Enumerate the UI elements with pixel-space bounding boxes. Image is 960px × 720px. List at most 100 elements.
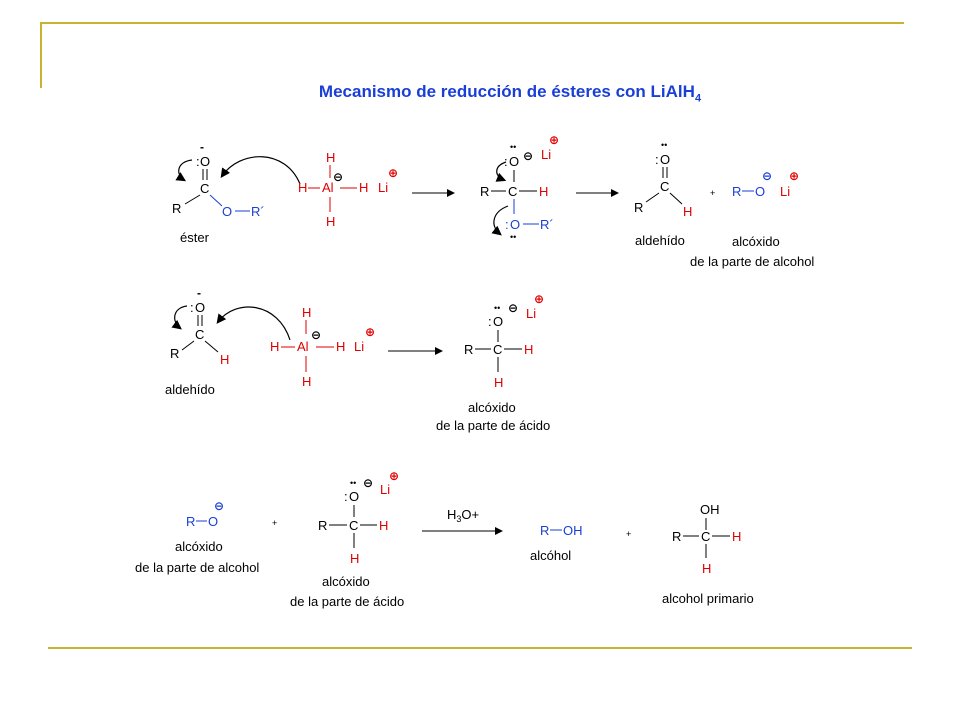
atom-r: R	[480, 184, 489, 199]
atom-r-prime: R´	[540, 217, 554, 232]
primary-alcohol-product: OH R C H H alcohol primario	[662, 502, 754, 606]
tetrahedral-intermediate: •• : O ⊖ Li ⊕ R C H : O R´ ••	[480, 133, 559, 242]
reagent-h3o: H3O+	[447, 507, 479, 524]
atom-r: R	[318, 518, 327, 533]
alkoxide-alcohol-part: R O ⊖ Li ⊕ alcóxido de la parte de alcoh…	[690, 169, 814, 269]
atom-o: O	[493, 314, 503, 329]
atom-o: O	[660, 152, 670, 167]
atom-oh: OH	[700, 502, 720, 517]
atom-c: C	[701, 529, 710, 544]
label-alcohol-part: de la parte de alcohol	[690, 254, 814, 269]
lialh4-reagent: H H Al ⊖ H H Li ⊕	[298, 150, 398, 229]
atom-li: Li	[378, 180, 388, 195]
atom-r: R	[172, 201, 181, 216]
label-acid-part: de la parte de ácido	[436, 418, 550, 433]
al-negative-charge: ⊖	[333, 170, 343, 184]
lone-pair-dots: ••	[510, 142, 516, 152]
atom-c: C	[195, 327, 204, 342]
label-aldehyde: aldehído	[165, 382, 215, 397]
atom-h: H	[298, 180, 307, 195]
label-alkoxide: alcóxido	[322, 574, 370, 589]
atom-c: C	[493, 342, 502, 357]
hydride-attack-arrow	[216, 306, 291, 341]
lone-pair: :	[190, 300, 194, 315]
label-alcohol: alcóhol	[530, 548, 571, 563]
atom-r-prime: R´	[251, 204, 265, 219]
label-alkoxide: alcóxido	[468, 400, 516, 415]
frame-bottom-line	[48, 647, 912, 649]
oxide-negative-charge: ⊖	[762, 169, 772, 183]
atom-h: H	[302, 305, 311, 320]
aldehyde-product: •• : O C R H aldehído	[634, 140, 692, 248]
carbonyl-minus: -	[200, 140, 204, 154]
alkoxide-acid-part: •• : O ⊖ Li ⊕ R C H H alcóxido de la par…	[436, 292, 550, 433]
atom-li: Li	[541, 147, 551, 162]
label-primary-alcohol: alcohol primario	[662, 591, 754, 606]
atom-h: H	[326, 150, 335, 165]
lone-pair-dots: ••	[494, 303, 500, 313]
atom-o: O	[195, 300, 205, 315]
atom-c: C	[508, 184, 517, 199]
lialh4-reagent-2: H H Al ⊖ H H Li ⊕	[270, 305, 375, 389]
atom-o: O	[755, 184, 765, 199]
alkoxide-alcohol-part-3: R O ⊖ alcóxido de la parte de alcohol	[135, 499, 259, 575]
bond	[204, 340, 219, 353]
atom-h: H	[683, 204, 692, 219]
al-negative-charge: ⊖	[311, 328, 321, 342]
plus-sign: +	[626, 529, 631, 539]
li-positive-charge: ⊕	[388, 166, 398, 180]
atom-r: R	[634, 200, 643, 215]
plus-sign: +	[272, 518, 277, 528]
atom-li: Li	[380, 482, 390, 497]
atom-h: H	[270, 339, 279, 354]
lone-pair: :	[196, 154, 200, 169]
lone-pair: :	[344, 489, 348, 504]
ester-molecule: - : O C R O R´ éster	[172, 140, 265, 245]
electron-arrow	[491, 205, 509, 236]
hydrolysis-step: H3O+	[422, 507, 503, 535]
reagent-tail: O+	[461, 507, 479, 522]
atom-r: R	[672, 529, 681, 544]
atom-h: H	[326, 214, 335, 229]
bond	[181, 340, 195, 351]
hydride-attack-arrow	[220, 156, 301, 185]
atom-h: H	[350, 551, 359, 566]
bond	[669, 192, 683, 205]
atom-o: O	[208, 514, 218, 529]
label-acid-part: de la parte de ácido	[290, 594, 404, 609]
lone-pair-dots: ••	[510, 232, 516, 242]
electron-arrow	[171, 305, 188, 330]
atom-al: Al	[322, 180, 334, 195]
bond	[184, 194, 201, 205]
lone-pair: :	[655, 152, 659, 167]
atom-h: H	[379, 518, 388, 533]
lone-pair: :	[505, 217, 509, 232]
atom-c: C	[200, 181, 209, 196]
lone-pair-dots: ••	[350, 478, 356, 488]
atom-c: C	[349, 518, 358, 533]
atom-r: R	[464, 342, 473, 357]
atom-o: O	[509, 154, 519, 169]
atom-h: H	[220, 352, 229, 367]
electron-arrow	[175, 159, 193, 182]
atom-oh: OH	[563, 523, 583, 538]
electron-arrow	[495, 161, 507, 182]
atom-r: R	[186, 514, 195, 529]
atom-h: H	[702, 561, 711, 576]
atom-h: H	[524, 342, 533, 357]
atom-r: R	[732, 184, 741, 199]
reagent-subscript: 3	[456, 514, 461, 524]
label-alkoxide: alcóxido	[732, 234, 780, 249]
atom-al: Al	[297, 339, 309, 354]
atom-h: H	[494, 375, 503, 390]
atom-li: Li	[526, 306, 536, 321]
frame-top-line	[40, 22, 904, 24]
lone-pair: :	[488, 314, 492, 329]
atom-o: O	[200, 154, 210, 169]
title-subscript: 4	[694, 92, 702, 105]
label-alkoxide: alcóxido	[175, 539, 223, 554]
li-positive-charge: ⊕	[389, 469, 399, 483]
label-aldehyde: aldehído	[635, 233, 685, 248]
atom-h: H	[359, 180, 368, 195]
